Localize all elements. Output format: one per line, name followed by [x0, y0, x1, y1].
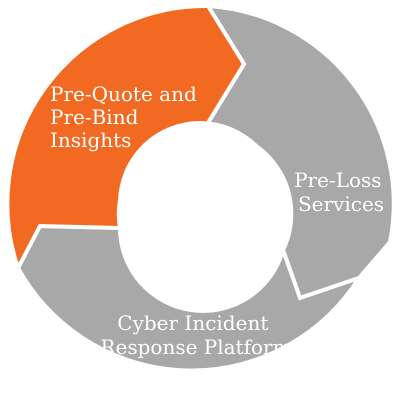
segment-cyber-incident[interactable]: Cyber Incident Response Platform [15, 223, 364, 373]
segment-pre-loss-label: Pre-Loss Services [294, 168, 388, 216]
segment-pre-quote[interactable]: Pre-Quote and Pre-Bind Insights [5, 3, 247, 274]
segment-cyber-incident-label: Cyber Incident Response Platform [100, 311, 291, 359]
center-hole [118, 121, 282, 285]
segment-pre-quote-label: Pre-Quote and Pre-Bind Insights [50, 82, 203, 152]
